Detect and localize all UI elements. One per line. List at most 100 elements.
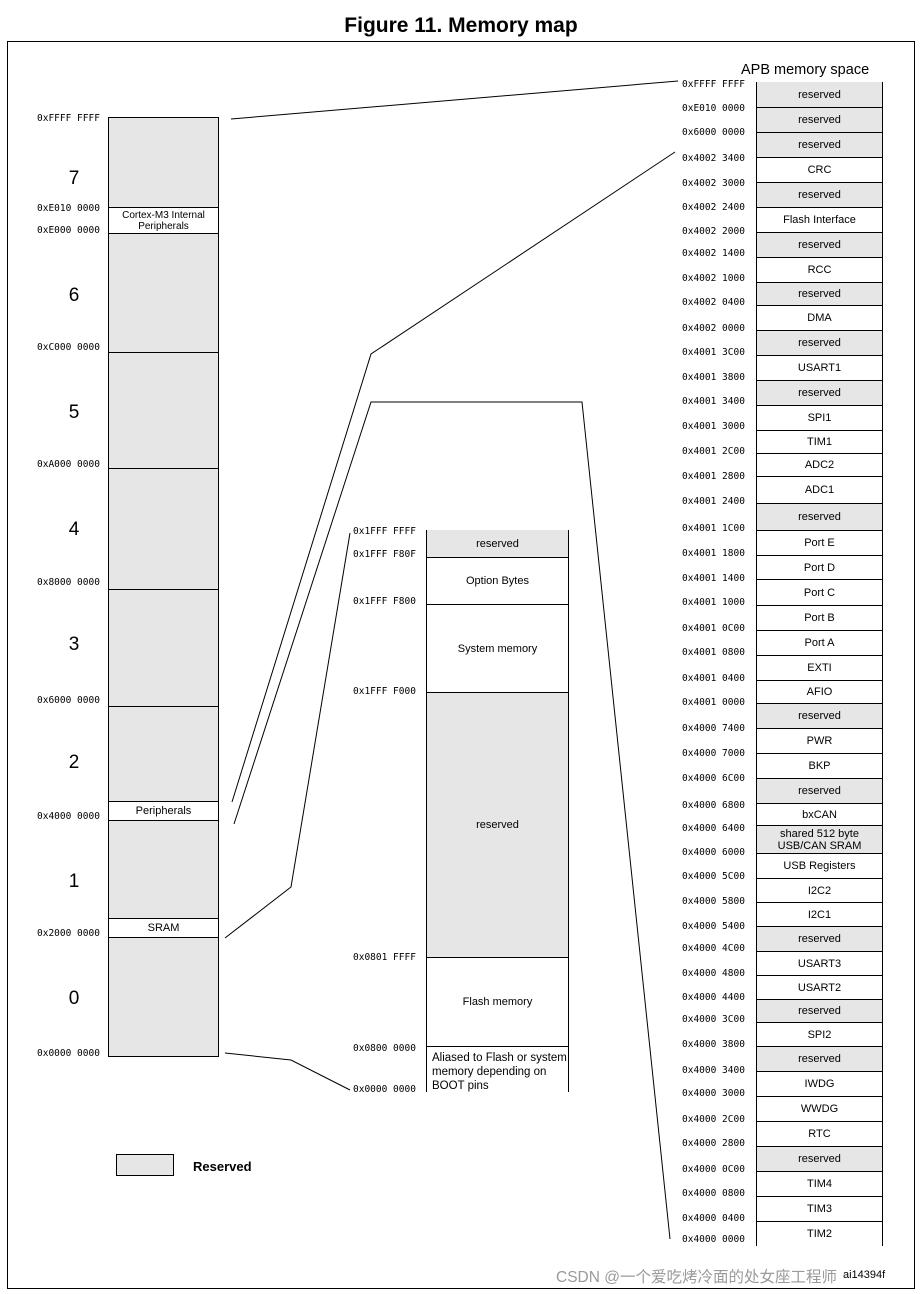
apb-peripheral-block: reserved <box>757 282 882 305</box>
apb-peripheral-block: shared 512 byte USB/CAN SRAM <box>757 825 882 853</box>
cortex-m3-peripherals-block: Cortex-M3 Internal Peripherals <box>109 207 218 234</box>
legend-reserved-label: Reserved <box>193 1159 252 1174</box>
main-address-label: 0xFFFF FFFF <box>37 113 100 124</box>
code-address-label: 0x0000 0000 <box>353 1084 416 1095</box>
apb-peripheral-block: reserved <box>757 926 882 951</box>
apb-peripheral-block: WWDG <box>757 1096 882 1121</box>
main-region-divider <box>109 706 218 707</box>
apb-address-label: 0x4001 0000 <box>682 697 745 708</box>
apb-address-label: 0x4000 5C00 <box>682 871 745 882</box>
apb-peripheral-label: Port C <box>803 586 836 599</box>
region-number-label: 0 <box>68 988 80 1009</box>
apb-peripheral-block: USART1 <box>757 355 882 380</box>
apb-peripheral-label: I2C1 <box>807 908 832 921</box>
apb-peripheral-label: SPI2 <box>807 1028 832 1041</box>
main-address-label: 0xA000 0000 <box>37 459 100 470</box>
apb-peripheral-label: USART1 <box>797 362 842 374</box>
apb-peripheral-block: SPI1 <box>757 405 882 430</box>
apb-peripheral-label: reserved <box>798 114 841 126</box>
apb-peripheral-label: reserved <box>798 189 841 201</box>
apb-peripheral-block: RCC <box>757 257 882 282</box>
apb-peripheral-block: BKP <box>757 753 882 778</box>
apb-address-label: 0xFFFF FFFF <box>682 79 745 90</box>
apb-address-label: 0x4000 0000 <box>682 1234 745 1245</box>
code-region-block-label: reserved <box>476 537 519 550</box>
main-address-label: 0x8000 0000 <box>37 577 100 588</box>
apb-peripheral-label: ADC2 <box>804 459 835 471</box>
code-address-label: 0x1FFF F000 <box>353 686 416 697</box>
apb-peripheral-label: reserved <box>798 288 841 300</box>
apb-peripheral-block: reserved <box>757 1146 882 1171</box>
apb-peripheral-label: WWDG <box>800 1103 839 1115</box>
region-number-label: 3 <box>68 634 80 655</box>
code-region-block: Aliased to Flash or system memory depend… <box>427 1046 568 1092</box>
apb-peripheral-label: USART3 <box>797 957 842 970</box>
code-address-label: 0x0800 0000 <box>353 1043 416 1054</box>
apb-peripheral-block: USB Registers <box>757 853 882 878</box>
apb-peripheral-label: Flash Interface <box>783 214 856 226</box>
main-address-label: 0x6000 0000 <box>37 695 100 706</box>
peripherals-label: Peripherals <box>135 805 192 817</box>
apb-peripheral-label: RTC <box>808 1128 831 1140</box>
figure-reference-id: ai14394f <box>843 1269 886 1281</box>
apb-address-label: 0x4000 0800 <box>682 1188 745 1199</box>
code-region-block-label: Flash memory <box>462 996 533 1008</box>
apb-peripheral-label: reserved <box>798 710 841 722</box>
apb-address-label: 0x4001 0800 <box>682 647 745 658</box>
apb-address-label: 0x4000 3000 <box>682 1088 745 1099</box>
main-region-divider <box>109 352 218 353</box>
apb-address-label: 0x4002 2400 <box>682 202 745 213</box>
apb-address-label: 0x4000 6000 <box>682 847 745 858</box>
apb-peripheral-label: DMA <box>807 312 832 324</box>
apb-address-label: 0x4001 1400 <box>682 573 745 584</box>
code-region-block: reserved <box>427 530 568 557</box>
code-region-block-label: Option Bytes <box>466 575 529 587</box>
apb-address-label: 0xE010 0000 <box>682 103 745 114</box>
main-address-label: 0x0000 0000 <box>37 1048 100 1059</box>
apb-peripheral-label: shared 512 byte USB/CAN SRAM <box>777 827 862 852</box>
apb-peripheral-label: TIM3 <box>806 1203 833 1215</box>
code-address-label: 0x1FFF FFFF <box>353 526 416 537</box>
region-number-label: 7 <box>68 168 80 189</box>
region-number-label: 1 <box>68 871 80 892</box>
apb-address-label: 0x4000 6C00 <box>682 773 745 784</box>
apb-address-label: 0x4001 1800 <box>682 548 745 559</box>
apb-peripheral-label: RCC <box>807 264 832 276</box>
apb-address-label: 0x4002 3400 <box>682 153 745 164</box>
main-address-label: 0xC000 0000 <box>37 342 100 353</box>
code-region-block-label: System memory <box>457 642 538 655</box>
apb-address-label: 0x4001 3C00 <box>682 347 745 358</box>
apb-peripheral-block: I2C2 <box>757 878 882 902</box>
csdn-watermark: CSDN @一个爱吃烤冷面的处女座工程师 <box>556 1269 837 1286</box>
apb-peripheral-block: reserved <box>757 107 882 132</box>
apb-peripheral-block: TIM2 <box>757 1221 882 1246</box>
apb-peripheral-block: DMA <box>757 305 882 330</box>
apb-peripheral-label: Port A <box>804 637 835 649</box>
apb-peripheral-label: reserved <box>798 511 841 523</box>
apb-peripheral-label: USART2 <box>797 981 842 994</box>
code-region-block: reserved <box>427 692 568 957</box>
sram-label: SRAM <box>147 922 180 934</box>
apb-peripheral-label: reserved <box>798 139 841 151</box>
apb-peripheral-label: reserved <box>798 239 841 251</box>
apb-peripheral-block: AFIO <box>757 680 882 703</box>
apb-peripheral-block: RTC <box>757 1121 882 1146</box>
apb-address-label: 0x4001 2C00 <box>682 446 745 457</box>
apb-peripheral-block: reserved <box>757 380 882 405</box>
apb-address-label: 0x4001 3400 <box>682 396 745 407</box>
region-number-label: 5 <box>68 402 80 423</box>
apb-peripheral-block: ADC2 <box>757 453 882 476</box>
apb-peripheral-label: TIM2 <box>806 1228 833 1240</box>
apb-memory-space-title: APB memory space <box>741 62 870 78</box>
apb-peripheral-label: USB Registers <box>783 860 856 872</box>
apb-peripheral-label: reserved <box>798 387 841 399</box>
apb-peripheral-block: reserved <box>757 182 882 207</box>
apb-peripheral-label: PWR <box>806 735 833 747</box>
main-address-label: 0xE000 0000 <box>37 225 100 236</box>
apb-peripheral-label: ADC1 <box>804 484 835 496</box>
apb-peripheral-block: Flash Interface <box>757 207 882 232</box>
apb-peripheral-block: EXTI <box>757 655 882 680</box>
apb-peripheral-label: Port D <box>803 561 836 574</box>
apb-address-label: 0x4001 3800 <box>682 372 745 383</box>
apb-peripheral-label: CRC <box>807 164 832 176</box>
